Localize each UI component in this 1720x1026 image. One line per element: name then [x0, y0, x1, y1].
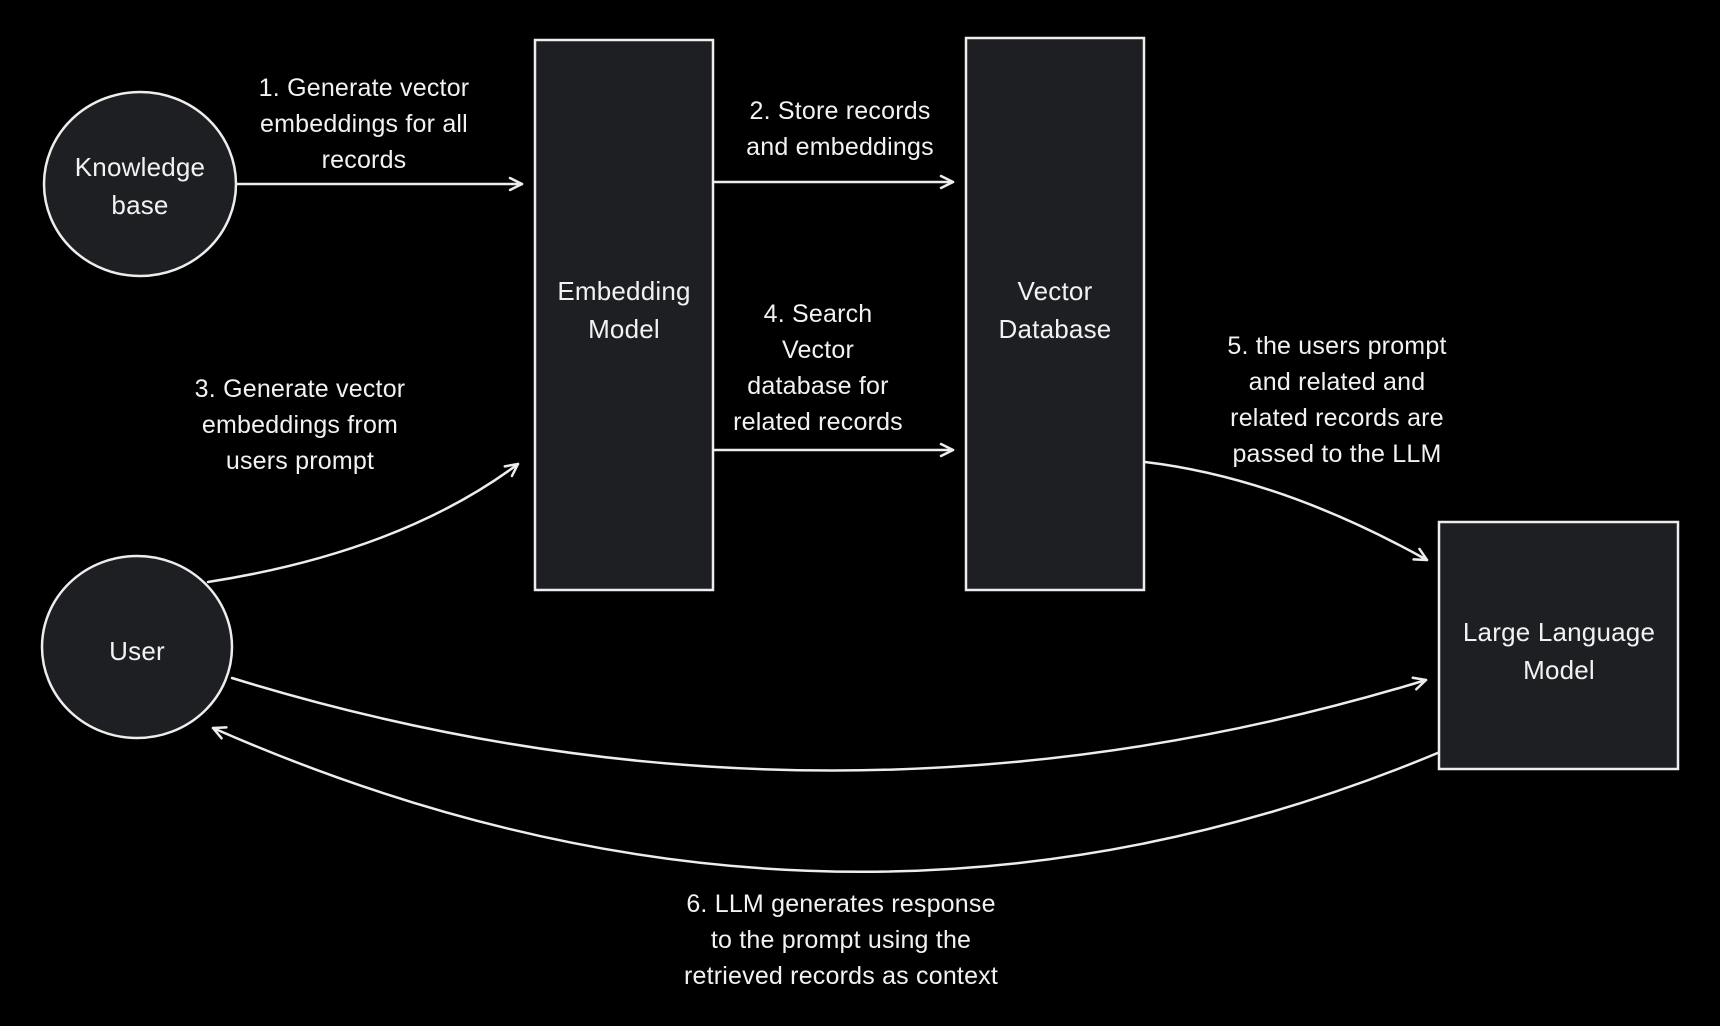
step-label-3: 3. Generate vector embeddings from users…	[195, 371, 406, 479]
node-embedding-model	[533, 38, 715, 592]
step-label-5: 5. the users prompt and related and rela…	[1227, 328, 1446, 472]
node-label-line: base	[111, 190, 169, 220]
step-label-line: records	[321, 146, 407, 174]
step-label-line: 3. Generate vector	[194, 375, 406, 403]
node-label-line: User	[109, 636, 165, 666]
step-label-line: and related and	[1248, 368, 1426, 396]
edge-user-to-llm	[230, 676, 1428, 772]
edge-step5-vectordb-to-llm	[1143, 460, 1429, 562]
step-label-line: 1. Generate vector	[258, 74, 470, 102]
step-label-line: related records	[733, 408, 903, 436]
edge-step6-llm-to-user	[211, 726, 1442, 873]
step-label-1: 1. Generate vector embeddings for all re…	[259, 70, 470, 178]
node-label-line: Vector	[1017, 276, 1093, 306]
step-label-line: embeddings from	[201, 411, 399, 439]
step-label-line: 2. Store records	[749, 97, 931, 125]
node-label-knowledge-base: Knowledge base	[75, 148, 205, 224]
step-label-4: 4. Search Vector database for related re…	[733, 296, 903, 440]
step-label-line: passed to the LLM	[1232, 440, 1442, 468]
node-label-vector-database: Vector Database	[999, 272, 1112, 348]
step-label-line: embeddings for all	[260, 110, 468, 138]
node-vector-database	[964, 36, 1146, 592]
step-label-line: retrieved records as context	[683, 962, 999, 990]
node-label-line: Model	[588, 314, 660, 344]
node-large-language-model	[1437, 520, 1680, 771]
step-label-line: 6. LLM generates response	[686, 890, 996, 918]
step-label-line: related records are	[1230, 404, 1444, 432]
step-label-2: 2. Store records and embeddings	[746, 93, 934, 165]
node-label-line: Database	[998, 314, 1112, 344]
step-label-line: 4. Search	[763, 300, 873, 328]
step-label-line: and embeddings	[746, 133, 934, 161]
step-label-line: database for	[747, 372, 889, 400]
step-label-line: to the prompt using the	[710, 926, 972, 954]
step-label-line: 5. the users prompt	[1227, 332, 1447, 360]
node-label-embedding-model: Embedding Model	[557, 272, 690, 348]
node-label-line: Embedding	[557, 276, 691, 306]
node-label-line: Model	[1523, 655, 1595, 685]
node-label-line: Knowledge	[74, 152, 206, 182]
step-label-line: users prompt	[225, 447, 375, 475]
node-label-line: Large Language	[1462, 617, 1656, 647]
step-label-line: Vector	[781, 336, 855, 364]
node-label-user: User	[109, 632, 165, 670]
node-knowledge-base	[42, 90, 238, 278]
edge-step3-user-to-embedding	[206, 462, 520, 584]
node-user	[40, 554, 234, 740]
step-label-6: 6. LLM generates response to the prompt …	[684, 886, 998, 994]
node-label-large-language-model: Large Language Model	[1463, 613, 1655, 689]
